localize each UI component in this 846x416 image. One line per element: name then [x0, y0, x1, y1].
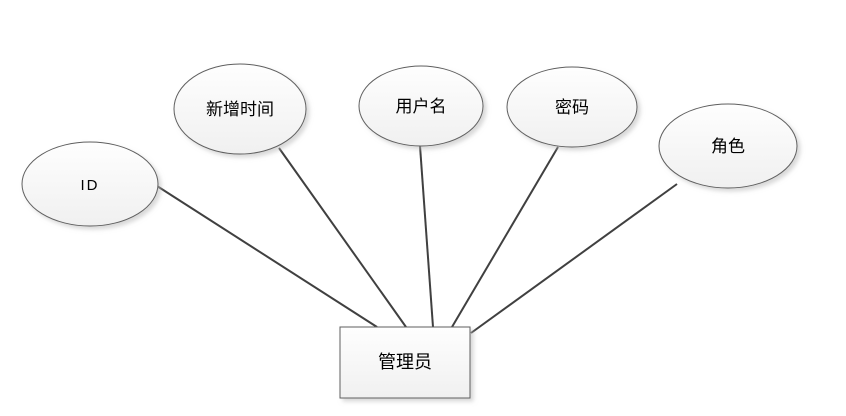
attribute-label-addtime: 新增时间 [206, 100, 274, 119]
attribute-node-role: 角色 [658, 103, 798, 189]
connector-id-to-entity [156, 185, 378, 328]
attribute-ellipse-username [358, 65, 484, 147]
entity-node-admin: 管理员 [339, 326, 471, 399]
connector-username-to-entity [419, 145, 434, 328]
entity-label-admin: 管理员 [378, 352, 432, 372]
attribute-ellipse-password [506, 66, 638, 148]
attribute-ellipse-id [21, 141, 159, 227]
attribute-ellipse-role [658, 103, 798, 189]
attribute-label-username: 用户名 [396, 97, 447, 116]
attribute-ellipse-addtime [173, 63, 307, 155]
connector-lines [156, 145, 678, 334]
attribute-label-id: ID [81, 177, 100, 194]
attribute-node-addtime: 新增时间 [173, 63, 307, 155]
connector-password-to-entity [451, 146, 559, 328]
attribute-node-password: 密码 [506, 66, 638, 148]
entity-rect-admin [339, 326, 471, 399]
attribute-label-password: 密码 [555, 98, 589, 117]
attribute-node-username: 用户名 [358, 65, 484, 147]
attribute-label-role: 角色 [711, 137, 745, 156]
connector-role-to-entity [470, 183, 678, 334]
attribute-node-id: ID [21, 141, 159, 227]
connector-addtime-to-entity [278, 147, 407, 328]
